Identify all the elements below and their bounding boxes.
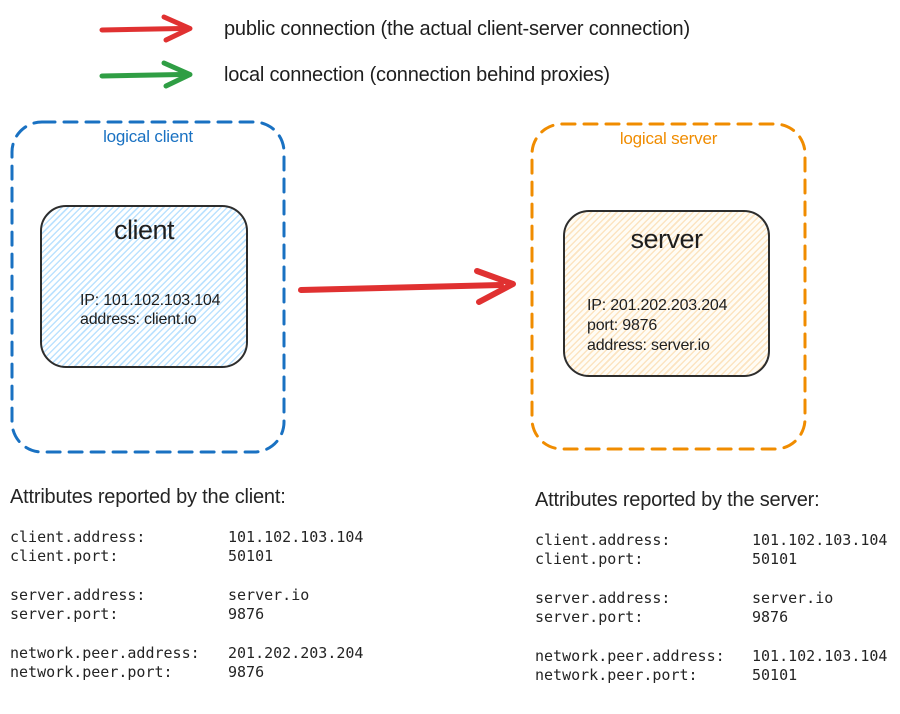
client-attr-group-network-peer: network.peer.address: 201.202.203.204 ne… [10,644,440,682]
attr-row: client.address: 101.102.103.104 [535,531,897,550]
attr-row: client.port: 50101 [535,550,897,569]
attr-row: network.peer.address: 101.102.103.104 [535,647,897,666]
attr-value: server.io [752,589,834,607]
server-node: server IP: 201.202.203.204 port: 9876 ad… [563,210,770,377]
attr-value: 101.102.103.104 [752,531,888,549]
client-attr-group-server: server.address: server.io server.port: 9… [10,586,440,624]
logical-client-label: logical client [103,127,193,146]
attr-value: 50101 [752,666,798,684]
green-arrow-shaft [99,72,185,79]
public-arrow-head [474,268,516,305]
server-address-text: address: server.io [587,337,710,354]
attr-value: 9876 [228,663,265,681]
attr-value: 101.102.103.104 [752,647,888,665]
logical-server-group: logical server [530,122,807,451]
legend-label-local-connection: local connection (connection behind prox… [224,63,610,86]
client-attr-group-client: client.address: 101.102.103.104 client.p… [10,528,440,566]
attr-key: server.address: [535,589,671,607]
attr-row: server.port: 9876 [10,605,440,624]
server-attributes-title: Attributes reported by the server: [535,489,820,511]
attr-key: client.address: [10,528,146,546]
logical-server-label: logical server [619,129,718,148]
server-attr-group-client: client.address: 101.102.103.104 client.p… [535,531,897,569]
attr-key: server.port: [535,608,644,626]
attr-row: client.address: 101.102.103.104 [10,528,440,547]
client-attributes-block: Attributes reported by the client: clien… [10,484,440,702]
server-ip-text: IP: 201.202.203.204 [587,297,728,314]
green-arrow-icon [99,60,193,89]
attr-row: network.peer.address: 201.202.203.204 [10,644,440,663]
server-attr-group-network-peer: network.peer.address: 101.102.103.104 ne… [535,647,897,685]
legend-item-public-connection: public connection (the actual client-ser… [98,12,690,46]
red-arrow-shaft [99,26,185,33]
attr-key: network.peer.port: [10,663,173,681]
attr-value: 9876 [752,608,789,626]
attr-value: 9876 [228,605,265,623]
public-arrow-shaft [298,282,504,293]
logical-client-border [10,120,286,454]
client-address-text: address: client.io [80,311,197,328]
attr-key: client.port: [10,547,119,565]
client-node: client IP: 101.102.103.104 address: clie… [40,205,248,368]
server-attributes-block: Attributes reported by the server: clien… [535,487,897,705]
attr-row: server.port: 9876 [535,608,897,627]
attr-row: server.address: server.io [535,589,897,608]
server-port-text: port: 9876 [587,317,658,334]
public-connection-arrow-icon [298,268,516,305]
red-arrow-icon [99,14,193,43]
green-arrow-head [161,60,193,89]
attr-key: server.address: [10,586,146,604]
client-ip-text: IP: 101.102.103.104 [80,292,221,309]
legend-label-public-connection: public connection (the actual client-ser… [224,17,690,40]
client-node-details: IP: 101.102.103.104 address: client.io [80,291,221,329]
attr-value: server.io [228,586,310,604]
server-node-title: server [630,224,703,254]
logical-client-group: logical client [10,120,286,454]
attr-value: 50101 [752,550,798,568]
attr-value: 50101 [228,547,274,565]
client-attributes-title: Attributes reported by the client: [10,486,286,508]
attr-row: network.peer.port: 50101 [535,666,897,685]
attr-key: client.port: [535,550,644,568]
legend-item-local-connection: local connection (connection behind prox… [98,58,610,92]
attr-row: client.port: 50101 [10,547,440,566]
client-node-title: client [113,215,175,245]
attr-value: 101.102.103.104 [228,528,364,546]
attr-value: 201.202.203.204 [228,644,364,662]
attr-key: network.peer.address: [10,644,200,662]
red-arrow-head [161,14,193,43]
server-node-details: IP: 201.202.203.204 port: 9876 address: … [587,296,728,356]
attr-row: network.peer.port: 9876 [10,663,440,682]
attr-key: client.address: [535,531,671,549]
attr-key: network.peer.address: [535,647,725,665]
attr-key: network.peer.port: [535,666,698,684]
attr-row: server.address: server.io [10,586,440,605]
server-attr-group-server: server.address: server.io server.port: 9… [535,589,897,627]
attr-key: server.port: [10,605,119,623]
